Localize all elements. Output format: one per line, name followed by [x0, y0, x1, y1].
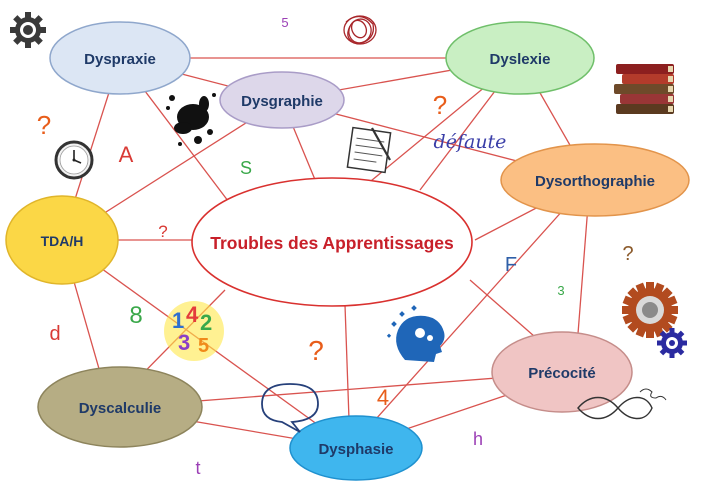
letter-s: S	[240, 158, 252, 178]
defaute-script: défaute	[434, 131, 507, 153]
svg-text:5: 5	[198, 335, 209, 357]
svg-text:1: 1	[172, 308, 184, 333]
node-dysphasie-label: Dysphasie	[318, 441, 393, 458]
svg-text:4: 4	[186, 302, 199, 327]
node-precocite-label: Précocité	[528, 365, 596, 382]
letter-h: h	[473, 429, 483, 449]
scribble-icon	[343, 15, 377, 45]
node-dysgraphie[interactable]: Dysgraphie	[219, 71, 345, 129]
infinity-icon	[577, 388, 667, 420]
letter-a: A	[119, 142, 134, 167]
letter-f: F	[505, 254, 517, 276]
clock-icon	[54, 140, 94, 180]
node-dyslexie-label: Dyslexie	[490, 51, 551, 68]
gear-icon	[10, 12, 46, 48]
question-mark-2: ?	[433, 90, 447, 120]
center-node-label: Troubles des Apprentissages	[210, 233, 454, 253]
node-dyslexie[interactable]: Dyslexie	[445, 21, 595, 95]
question-mark-1: ?	[37, 110, 51, 140]
brain-head-icon	[386, 305, 445, 362]
notepad-icon	[346, 126, 392, 174]
node-tdah[interactable]: TDA/H	[5, 195, 119, 285]
number-eight: 8	[129, 302, 142, 329]
letter-d: d	[49, 323, 60, 345]
node-dyspraxie-label: Dyspraxie	[84, 51, 156, 68]
speech-bubble-icon	[261, 383, 319, 433]
node-dysorthographie-label: Dysorthographie	[535, 173, 655, 190]
books-icon	[614, 64, 674, 114]
number-three: 3	[557, 283, 564, 298]
svg-text:3: 3	[178, 330, 190, 355]
question-mark-4: ?	[622, 243, 633, 265]
ink-splat-icon	[166, 93, 216, 146]
node-dyspraxie[interactable]: Dyspraxie	[49, 21, 191, 95]
node-dyscalculie[interactable]: Dyscalculie	[37, 366, 203, 448]
question-mark-3: ?	[158, 222, 167, 241]
node-dysorthographie[interactable]: Dysorthographie	[500, 143, 690, 217]
node-dysgraphie-label: Dysgraphie	[241, 93, 323, 110]
number-four: 4	[377, 385, 389, 410]
node-tdah-label: TDA/H	[41, 233, 84, 249]
gears-icon	[622, 282, 687, 358]
node-dysphasie[interactable]: Dysphasie	[289, 415, 423, 481]
svg-text:2: 2	[200, 310, 212, 335]
node-precocite[interactable]: Précocité	[491, 331, 633, 413]
number-five: 5	[281, 15, 288, 30]
question-mark-5: ?	[308, 335, 324, 366]
letter-t: t	[195, 458, 200, 478]
node-dyscalculie-label: Dyscalculie	[79, 400, 162, 417]
math-numbers-icon: 1 4 2 3 5	[164, 301, 224, 361]
center-node[interactable]: Troubles des Apprentissages	[191, 177, 473, 307]
